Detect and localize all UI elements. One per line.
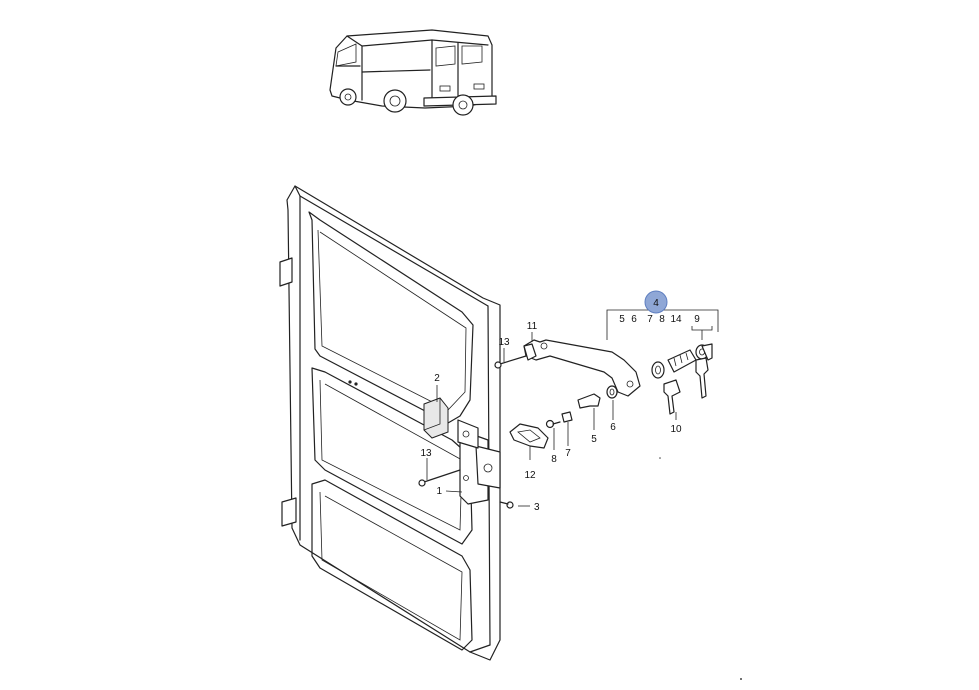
ring-6 — [606, 385, 618, 399]
screw-8 — [545, 419, 561, 429]
callout-4-highlight[interactable]: 4 — [644, 290, 668, 314]
callout-label-9-group: 9 — [694, 314, 700, 325]
latch-part — [423, 397, 449, 439]
screw-3 — [499, 501, 514, 509]
rear-door-panel — [279, 185, 501, 661]
callout-label-7: 7 — [565, 448, 571, 459]
screw-13-upper — [494, 355, 527, 369]
pin-5 — [577, 393, 601, 409]
handle-gasket — [509, 423, 549, 449]
washer-7 — [561, 411, 573, 423]
callout-label-12: 12 — [524, 470, 536, 481]
callout-label-11: 11 — [527, 321, 538, 332]
part-labels: 1 2 3 5 6 7 8 10 11 12 13 13 — [420, 321, 682, 513]
callout-label-13-lower: 13 — [420, 448, 432, 459]
group-4-labels: 5 6 7 8 14 9 — [619, 314, 700, 325]
callout-label-6: 6 — [610, 422, 616, 433]
callout-label-5: 5 — [591, 434, 597, 445]
callout-label-6-group: 6 — [631, 314, 637, 325]
callout-label-3: 3 — [534, 502, 540, 513]
callout-label-2: 2 — [434, 373, 440, 384]
van-thumbnail — [329, 29, 497, 116]
lock-mechanism — [457, 419, 501, 505]
callout-label-8: 8 — [551, 454, 557, 465]
callout-label-7-group: 7 — [647, 314, 653, 325]
callout-label-10: 10 — [670, 424, 682, 435]
callout-label-13-upper: 13 — [498, 337, 510, 348]
callout-label-1: 1 — [436, 486, 442, 497]
callout-label-14-group: 14 — [670, 314, 682, 325]
callout-label-8-group: 8 — [659, 314, 665, 325]
lock-cylinder-group — [651, 343, 713, 415]
callout-label-5-group: 5 — [619, 314, 625, 325]
leader-lines — [426, 332, 677, 507]
screw-13-lower — [418, 469, 461, 487]
callout-label-4: 4 — [653, 298, 659, 309]
outer-handle — [523, 339, 641, 397]
